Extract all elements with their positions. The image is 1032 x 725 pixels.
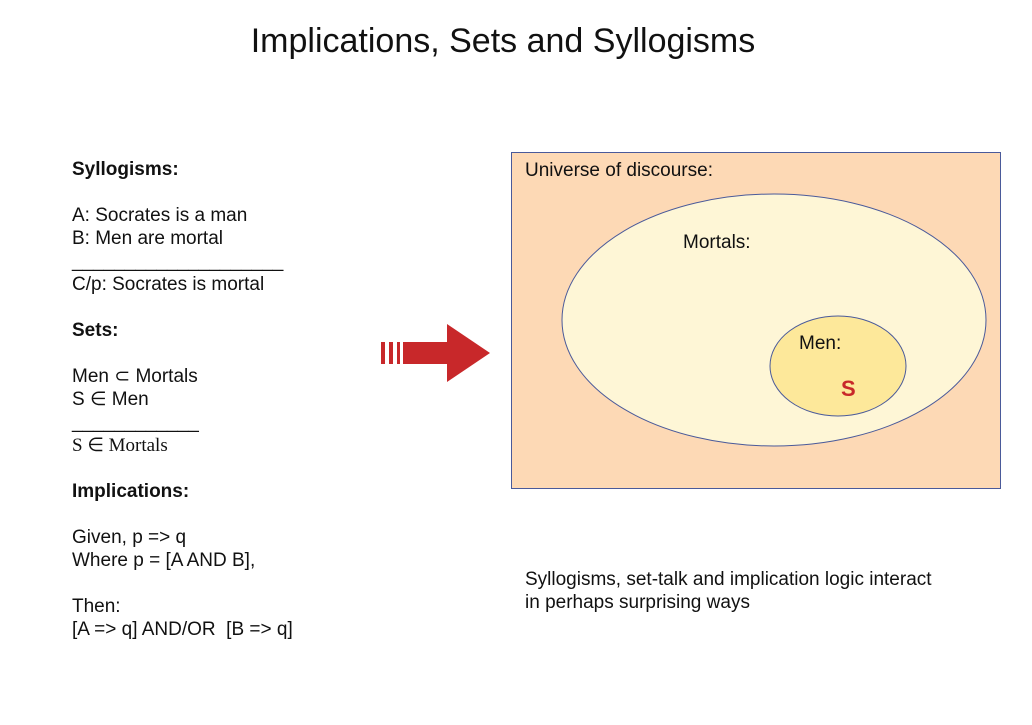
right-arrow-icon: [381, 324, 490, 382]
sets-conclusion: S ∈ Mortals: [72, 435, 168, 456]
mortals-label: Mortals:: [683, 232, 751, 253]
implications-line-2: Where p = [A AND B],: [72, 550, 256, 571]
sets-rule: ____________: [72, 412, 199, 433]
socrates-element: S: [841, 376, 856, 401]
venn-diagram: Universe of discourse: Mortals: Men: S: [511, 152, 1001, 489]
text-column: Syllogisms: A: Socrates is a man B: Men …: [72, 158, 293, 641]
universe-label: Universe of discourse:: [525, 160, 713, 181]
sets-line-1: Men ⊂ Mortals: [72, 366, 198, 387]
premise-a: A: Socrates is a man: [72, 205, 248, 226]
men-label: Men:: [799, 333, 841, 354]
slide-title: Implications, Sets and Syllogisms: [250, 22, 756, 60]
premise-b: B: Men are mortal: [72, 228, 223, 249]
implications-line-4: [A => q] AND/OR [B => q]: [72, 619, 293, 640]
syllogism-rule: ____________________: [72, 251, 284, 272]
syllogism-conclusion: C/p: Socrates is mortal: [72, 274, 265, 295]
sets-heading: Sets:: [72, 320, 119, 341]
caption-line-2: in perhaps surprising ways: [525, 592, 750, 613]
men-set: [769, 315, 907, 417]
syllogisms-heading: Syllogisms:: [72, 159, 179, 180]
implications-line-3: Then:: [72, 596, 121, 617]
caption: Syllogisms, set-talk and implication log…: [525, 568, 932, 614]
mortals-set: [561, 193, 987, 447]
caption-line-1: Syllogisms, set-talk and implication log…: [525, 569, 932, 590]
sets-line-2: S ∈ Men: [72, 389, 149, 410]
implications-line-1: Given, p => q: [72, 527, 187, 548]
implications-heading: Implications:: [72, 481, 190, 502]
